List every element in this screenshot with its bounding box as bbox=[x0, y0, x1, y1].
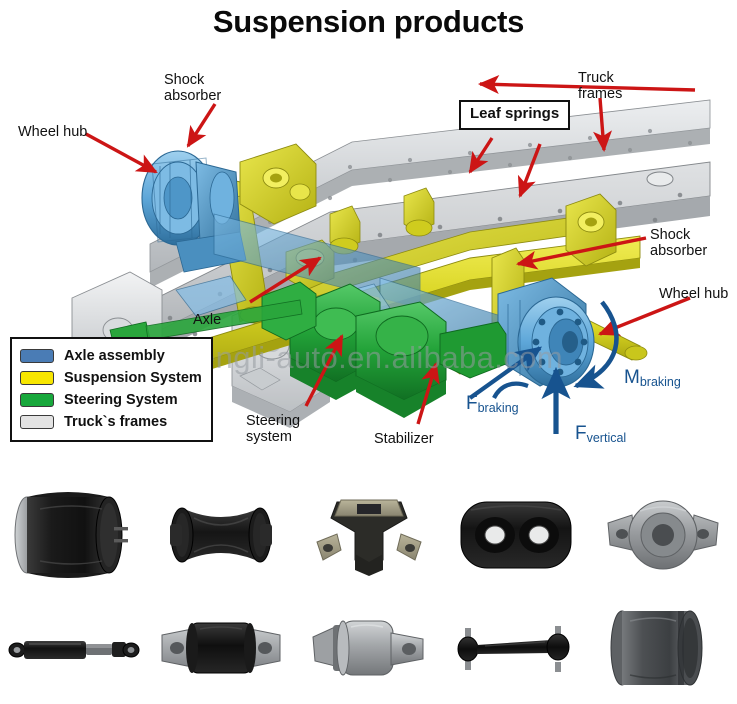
stabilizer-link-rod-image bbox=[457, 625, 570, 672]
torque-rod-bushing-metal-image bbox=[607, 499, 719, 570]
force-label-f-braking: Fbraking bbox=[466, 393, 519, 415]
callout-truck-frames: Truck frames bbox=[578, 70, 623, 103]
shock-absorber-unit-image bbox=[8, 640, 140, 659]
legend-swatch-suspension-system bbox=[20, 371, 54, 385]
callout-shock-absorber-right: Shock absorber bbox=[650, 227, 708, 260]
legend-label-axle-assembly: Axle assembly bbox=[64, 348, 165, 364]
product-cell-shock-absorber-unit[interactable] bbox=[0, 591, 147, 704]
f-braking-arrow bbox=[468, 346, 543, 400]
product-cell-rubber-bushing-twin-bore[interactable] bbox=[442, 478, 589, 591]
force-label-f-vertical: Fvertical bbox=[575, 423, 626, 445]
product-photo-grid bbox=[0, 478, 737, 704]
callout-stabilizer: Stabilizer bbox=[374, 431, 434, 447]
product-row-2 bbox=[0, 591, 737, 704]
spring-hanger-bracket-image bbox=[315, 499, 422, 576]
product-cell-torque-rod-bushing-metal[interactable] bbox=[590, 478, 737, 591]
f-vertical-subscript: vertical bbox=[586, 431, 627, 445]
wheel-hub-right-blue bbox=[497, 277, 595, 388]
legend-swatch-truck-frames bbox=[20, 415, 54, 429]
callout-leaf-springs: Leaf springs bbox=[459, 100, 571, 130]
f-braking-symbol: F bbox=[466, 393, 478, 414]
legend-label-steering-system: Steering System bbox=[64, 392, 178, 408]
legend-swatch-axle-assembly bbox=[20, 349, 54, 363]
callout-axle: Axle bbox=[193, 312, 222, 328]
diagram-artwork bbox=[59, 75, 711, 434]
m-braking-subscript: braking bbox=[639, 375, 681, 389]
rubber-metal-bushing-image bbox=[610, 610, 703, 685]
callout-steering-system: Steering system bbox=[246, 413, 301, 446]
legend-label-suspension-system: Suspension System bbox=[64, 370, 202, 386]
callout-wheel-hub-left: Wheel hub bbox=[18, 124, 88, 140]
air-spring-sleeve-image bbox=[170, 507, 273, 562]
m-braking-arrow bbox=[573, 300, 619, 389]
suspension-assembly-diagram: Shock absorber Wheel hub Leaf springs Tr… bbox=[0, 46, 737, 476]
legend-swatch-steering-system bbox=[20, 393, 54, 407]
rubber-bushing-twin-bore-image bbox=[460, 501, 572, 568]
truck-frame-far-rail bbox=[149, 99, 711, 288]
product-cell-stabilizer-link-rod[interactable] bbox=[442, 591, 589, 704]
callout-arrows bbox=[85, 75, 696, 425]
m-braking-symbol: M bbox=[624, 367, 640, 388]
legend-item-steering-system: Steering System bbox=[20, 389, 203, 411]
product-cell-spring-hanger-bracket[interactable] bbox=[295, 478, 442, 591]
legend-item-truck-frames: Truck`s frames bbox=[20, 411, 203, 433]
air-spring-rolling-lobe-image bbox=[14, 491, 128, 578]
torque-rod-bush-round-image bbox=[311, 619, 424, 676]
product-cell-air-spring-rolling-lobe[interactable] bbox=[0, 478, 147, 591]
force-label-m-braking: Mbraking bbox=[624, 367, 681, 389]
diagram-legend: Axle assembly Suspension System Steering… bbox=[10, 337, 213, 442]
product-cell-air-spring-sleeve[interactable] bbox=[147, 478, 294, 591]
f-braking-subscript: braking bbox=[477, 401, 519, 415]
f-vertical-symbol: F bbox=[575, 423, 587, 444]
legend-item-suspension-system: Suspension System bbox=[20, 367, 203, 389]
product-cell-rubber-metal-bushing[interactable] bbox=[590, 591, 737, 704]
force-arrows-blue bbox=[468, 300, 619, 434]
product-cell-torque-rod-bush-round[interactable] bbox=[295, 591, 442, 704]
callout-wheel-hub-right: Wheel hub bbox=[659, 286, 729, 302]
m-braking-tail bbox=[492, 381, 529, 400]
callout-shock-absorber-top: Shock absorber bbox=[164, 72, 222, 105]
spring-hanger-left-yellow bbox=[239, 143, 317, 225]
legend-label-truck-frames: Truck`s frames bbox=[64, 414, 168, 430]
torque-rod-bush-square-image bbox=[161, 622, 281, 673]
page-title: Suspension products bbox=[212, 4, 525, 39]
legend-item-axle-assembly: Axle assembly bbox=[20, 345, 203, 367]
product-row-1 bbox=[0, 478, 737, 591]
product-cell-torque-rod-bush-square[interactable] bbox=[147, 591, 294, 704]
